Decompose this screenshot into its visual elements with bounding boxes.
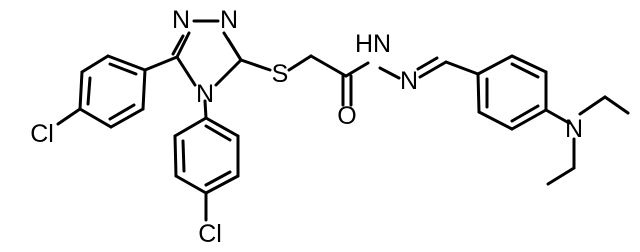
bond-n1-c5-double (171, 34, 185, 56)
bond-c3-s (239, 58, 272, 72)
bond-right-ring-3 (510, 108, 548, 131)
thioacetohydrazide-chain (239, 54, 480, 107)
bond-right-ring-6 (476, 54, 514, 76)
bond-bottom-ring-6 (204, 116, 240, 138)
atom-label-hydrazide-h: H (355, 30, 373, 58)
bond-ch2-co (309, 54, 348, 78)
bond-bottom-ring-2 (173, 134, 178, 178)
bond-n2-c3-double (226, 37, 243, 62)
bond-amine-ethyl-upper-2 (603, 95, 630, 115)
atom-label-chloro-bottom: Cl (198, 220, 222, 248)
bond-right-ring-5 (510, 54, 548, 74)
atom-label-carbonyl-o: O (337, 102, 356, 130)
bond-left-ring-inner-b (108, 103, 136, 121)
atom-label-imine-n: N (400, 67, 418, 95)
bond-c3-n4 (214, 58, 243, 87)
bond-left-ring-4 (78, 107, 113, 129)
bond-right-ring-1 (476, 72, 481, 114)
bond-bottom-ring-3 (174, 174, 208, 195)
bond-s-ch2 (287, 54, 313, 72)
bottom-chlorophenyl (173, 99, 240, 222)
bond-n4-aryl (203, 99, 208, 120)
bond-ring-amine (544, 108, 571, 125)
bond-left-ring-1 (106, 54, 147, 72)
bond-right-ring-inner-b (510, 104, 540, 123)
bond-bottom-ring-inner-b (204, 170, 232, 187)
atom-label-triazole-n1: N (172, 6, 190, 34)
atom-label-hydrazide-n: N (373, 30, 391, 58)
bond-bottom-ring-4 (204, 174, 240, 195)
bond-amine-ethyl-upper-1 (578, 95, 607, 116)
atom-label-triazole-n4: N (196, 80, 214, 108)
atom-label-chloro-left: Cl (30, 120, 54, 148)
bond-n-ch-a (418, 60, 448, 79)
bond-ch-aryl (444, 60, 480, 76)
bond-n-ch-b (416, 56, 439, 71)
bond-amine-ethyl-lower-2 (546, 166, 576, 186)
bond-left-ring-3 (78, 70, 84, 111)
bond-left-ring-inner-a (86, 76, 92, 106)
bond-co-nh (344, 61, 370, 78)
bond-left-c-cl (56, 107, 82, 126)
left-chlorophenyl (56, 54, 179, 129)
bond-left-ring-inner-c (108, 62, 138, 76)
bond-c5-aryl (143, 55, 179, 72)
bond-right-ring-2 (477, 110, 514, 131)
bond-bottom-ring-1 (173, 116, 208, 138)
bond-bottom-ring-inner-a (181, 139, 186, 173)
bond-right-ring-inner-c (510, 62, 540, 79)
bond-left-ring-5 (109, 107, 145, 129)
triazole-ring (171, 19, 243, 87)
bond-n1-c5 (175, 31, 191, 59)
bond-nh-n (378, 66, 401, 80)
bond-left-ring-2 (80, 54, 110, 74)
atom-label-triazole-n2: N (220, 6, 238, 34)
bond-bottom-ring-inner-c (204, 124, 232, 142)
atom-label-amine-n: N (565, 115, 583, 143)
diethylaminophenyl (476, 54, 630, 186)
bond-left-ring-6 (141, 68, 147, 111)
bond-c5-n4 (175, 55, 197, 87)
atom-labels: N N N S N H N O N Cl Cl (30, 6, 583, 248)
atom-label-sulfur: S (272, 60, 289, 88)
